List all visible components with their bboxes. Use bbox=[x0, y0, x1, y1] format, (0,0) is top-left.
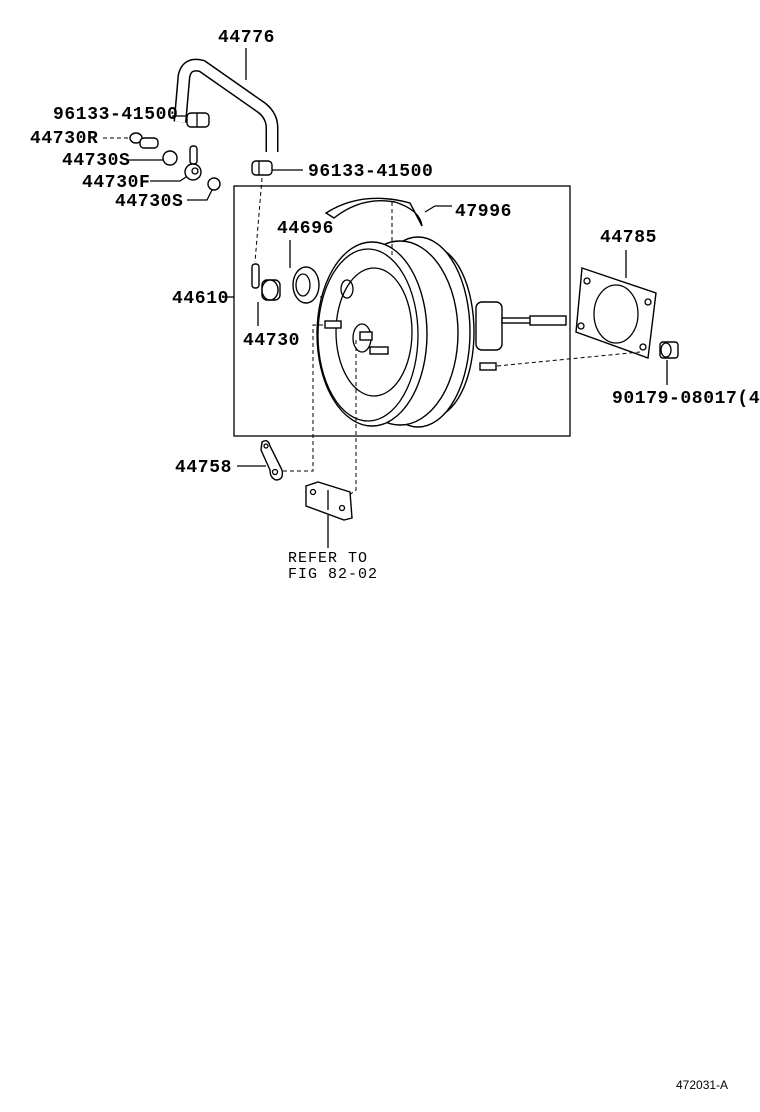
cover-part[interactable] bbox=[324, 197, 423, 227]
valve-f-part[interactable] bbox=[184, 145, 202, 181]
figure-id: 472031-A bbox=[676, 1078, 728, 1092]
label-booster-assy[interactable]: 44610 bbox=[172, 289, 229, 309]
refer-label-line2[interactable]: FIG 82-02 bbox=[288, 566, 378, 583]
label-cover[interactable]: 47996 bbox=[455, 202, 512, 222]
label-check-valve[interactable]: 44730 bbox=[243, 331, 300, 351]
seal-part-1[interactable] bbox=[162, 150, 178, 166]
seal-part-2[interactable] bbox=[207, 177, 221, 191]
label-seal-2[interactable]: 44730S bbox=[115, 192, 183, 212]
grommet-part[interactable] bbox=[292, 266, 320, 304]
nut-part[interactable] bbox=[659, 341, 679, 359]
assembly-box bbox=[233, 185, 571, 437]
label-valve-r[interactable]: 44730R bbox=[30, 129, 98, 149]
hose-clamp-left-part[interactable] bbox=[186, 112, 210, 128]
check-valve-part[interactable] bbox=[251, 263, 281, 301]
valve-r-part[interactable] bbox=[129, 132, 159, 149]
refer-label-line1: REFER TO bbox=[288, 550, 368, 567]
hose-clamp-right-part[interactable] bbox=[251, 160, 273, 176]
vacuum-hose-part[interactable] bbox=[173, 58, 279, 152]
label-grommet[interactable]: 44696 bbox=[277, 219, 334, 239]
label-clamp-right[interactable]: 96133-41500 bbox=[308, 162, 433, 182]
gasket-plate-part[interactable] bbox=[575, 267, 657, 359]
label-clevis[interactable]: 44758 bbox=[175, 458, 232, 478]
label-valve-f[interactable]: 44730F bbox=[82, 173, 150, 193]
label-hose[interactable]: 44776 bbox=[218, 28, 275, 48]
brake-booster-body[interactable] bbox=[316, 236, 567, 428]
pedal-bracket-part[interactable] bbox=[305, 481, 353, 521]
label-gasket[interactable]: 44785 bbox=[600, 228, 657, 248]
clevis-part[interactable] bbox=[260, 439, 284, 481]
label-nut[interactable]: 90179-08017(4) bbox=[612, 389, 760, 409]
label-seal-1[interactable]: 44730S bbox=[62, 151, 130, 171]
label-clamp-left[interactable]: 96133-41500 bbox=[53, 105, 178, 125]
